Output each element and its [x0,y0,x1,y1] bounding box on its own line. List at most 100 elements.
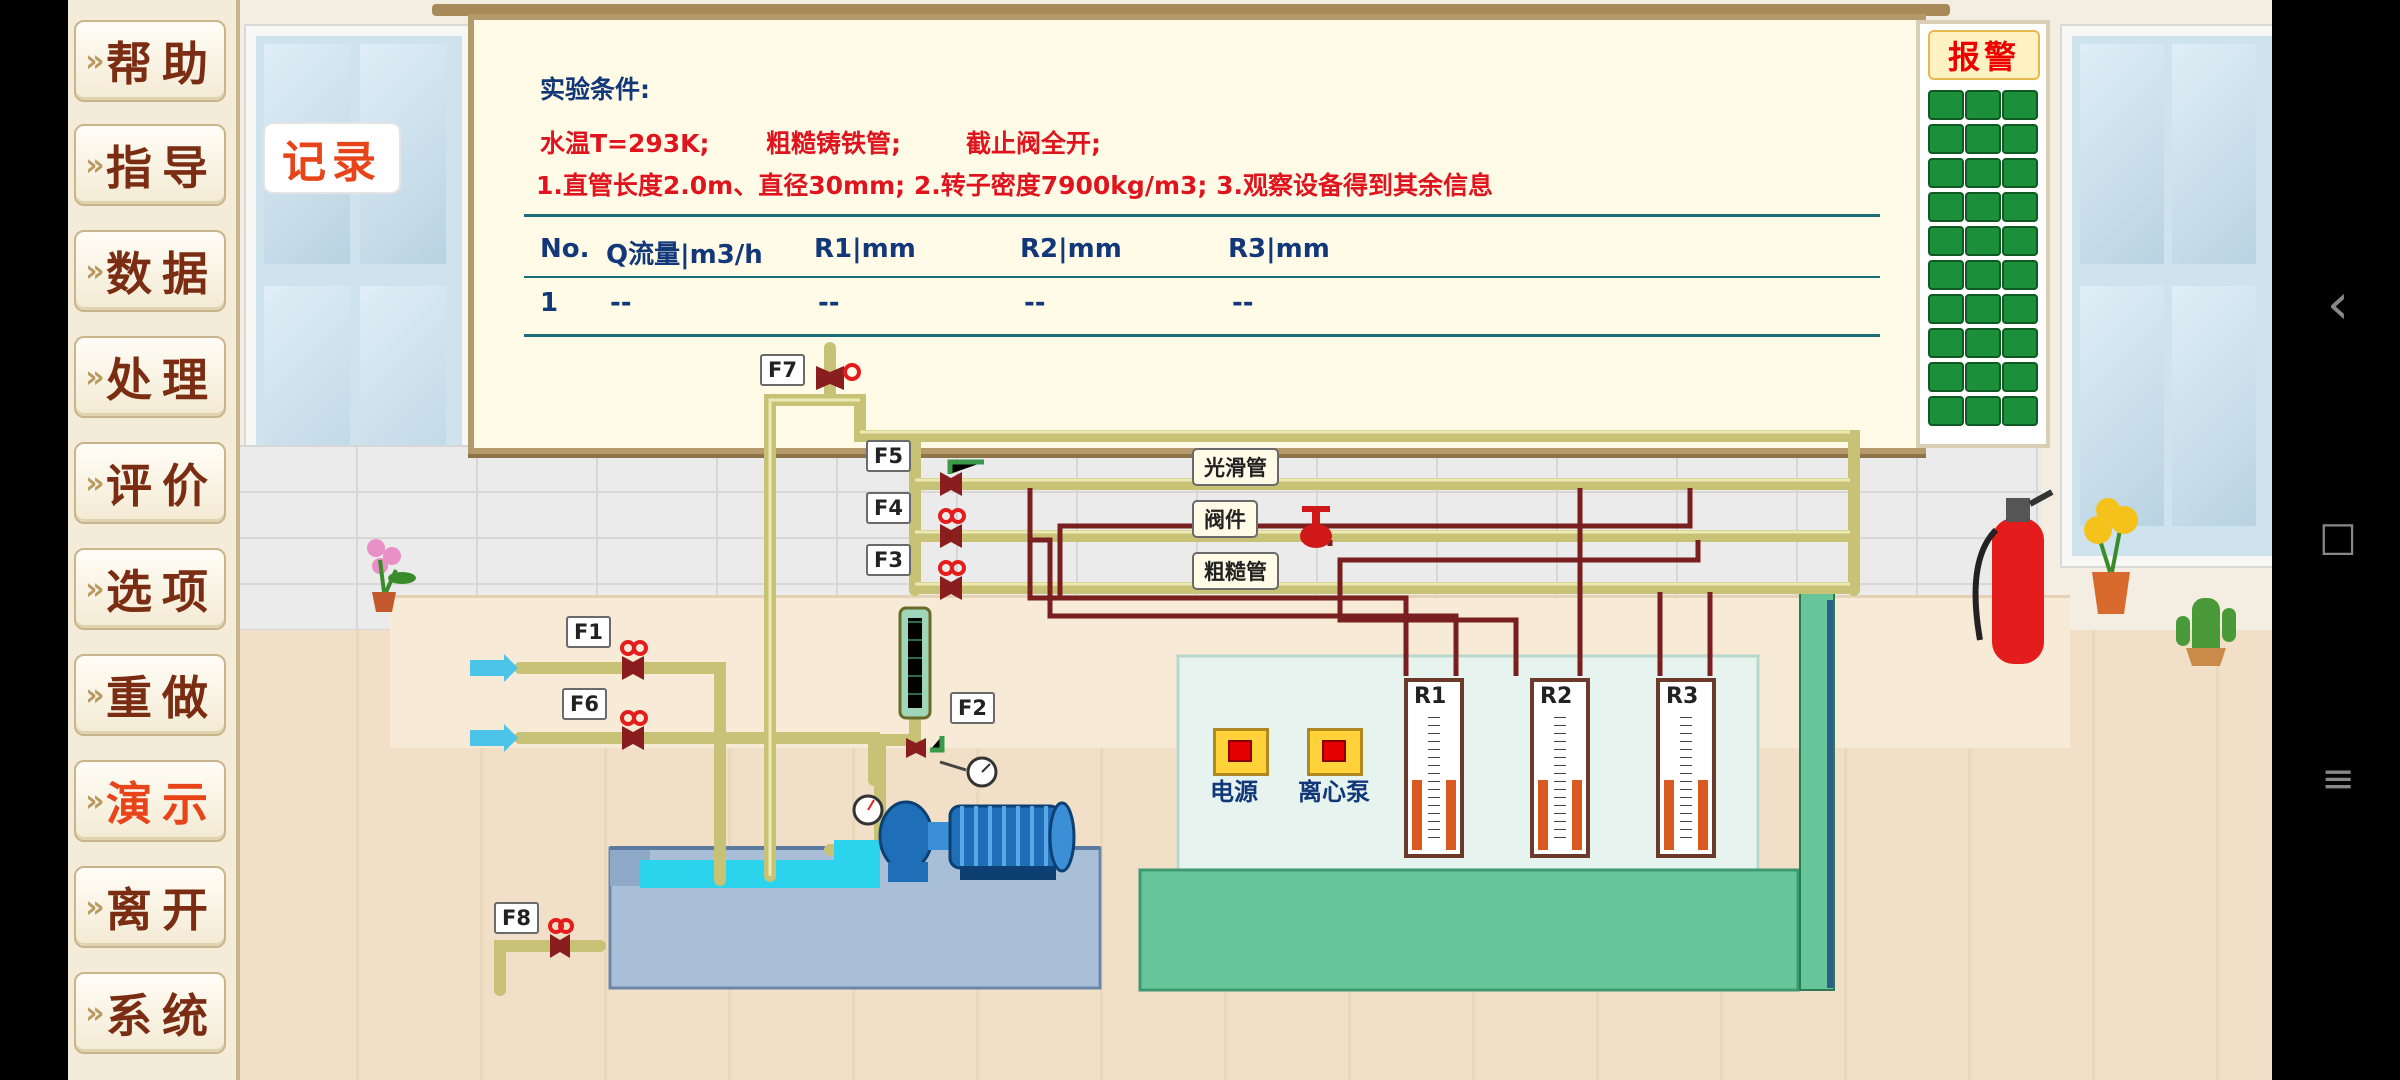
menu-button-4[interactable]: »评价 [74,442,226,524]
valve-f8[interactable] [548,918,574,958]
inlet-arrow-1 [470,654,518,682]
valve-label-f6: F6 [562,688,607,720]
chevron-right-icon: » [85,359,104,395]
menu-button-6[interactable]: »重做 [74,654,226,736]
chevron-right-icon: » [85,783,104,819]
alarm-indicator-led [1965,328,2001,358]
menu-button-0[interactable]: »帮助 [74,20,226,102]
alarm-indicator-led [1965,192,2001,222]
home-icon[interactable]: □ [2319,514,2357,560]
table-header-rule [524,276,1880,278]
valve-label-f4: F4 [866,492,911,524]
menu-button-label: 帮助 [106,37,218,91]
menu-button-label: 系统 [106,989,218,1043]
alarm-indicator-led [1965,260,2001,290]
menu-button-1[interactable]: »指导 [74,124,226,206]
row-1-r2: -- [1024,288,1046,318]
chevron-right-icon: » [85,465,104,501]
alarm-indicator-led [1965,90,2001,120]
valve-label-f3: F3 [866,544,911,576]
chevron-right-icon: » [85,147,104,183]
pipe-highlights [768,398,1850,876]
menu-button-5[interactable]: »选项 [74,548,226,630]
inlet-arrow-2 [470,724,518,752]
alarm-indicator-led [2002,294,2038,324]
menu-button-8[interactable]: »离开 [74,866,226,948]
table-bottom-rule [524,334,1880,337]
alarm-indicator-led [2002,260,2038,290]
record-label: 记录 [282,137,382,188]
record-button[interactable]: 记录 [265,124,399,192]
chevron-right-icon: » [85,253,104,289]
valve-f3[interactable] [938,560,966,600]
manometer-label-r2: R2 [1540,684,1573,709]
pump-label: 离心泵 [1298,778,1370,806]
row-1-r3: -- [1232,288,1254,318]
alarm-indicator-led [1965,396,2001,426]
alarm-indicator-led [2002,396,2038,426]
valve-f1[interactable] [620,640,648,680]
control-cabinet [1138,589,1835,992]
alarm-panel: 报警 [1916,20,2050,448]
condition-water-temp: 水温T=293K; [540,129,710,158]
alarm-indicator-led [1928,362,1964,392]
alarm-indicator-led [1965,294,2001,324]
menu-icon[interactable]: ≡ [2321,756,2355,802]
flower-pot-right [2084,498,2138,614]
menu-button-7[interactable]: »演示 [74,760,226,842]
valve-f2[interactable] [906,736,945,758]
alarm-indicator-led [2002,226,2038,256]
valve-f5[interactable] [940,459,984,496]
power-switch[interactable] [1213,728,1269,776]
alarm-button[interactable]: 报警 [1928,30,2040,80]
col-r3: R3|mm [1228,234,1330,264]
menu-button-3[interactable]: »处理 [74,336,226,418]
chevron-right-icon: » [85,995,104,1031]
table-top-rule [524,214,1880,217]
menu-button-label: 重做 [106,671,218,725]
chevron-right-icon: » [85,571,104,607]
valve-f6[interactable] [620,710,648,750]
alarm-indicator-led [2002,328,2038,358]
valve-f4[interactable] [938,508,966,548]
row-1-r1: -- [818,288,840,318]
col-flow: Q流量|m3/h [606,240,763,270]
alarm-label: 报警 [1947,38,2020,76]
row-1-flow: -- [610,288,632,318]
cactus-pot [2176,598,2236,666]
alarm-indicator-led [1965,226,2001,256]
power-label: 电源 [1210,778,1258,806]
alarm-indicator-led [1928,192,1964,222]
pump-switch-indicator [1322,740,1346,762]
centrifugal-pump [834,800,952,882]
left-window [246,26,472,566]
flower-pot-left [367,539,416,612]
globe-valve[interactable] [1300,506,1332,548]
alarm-indicator-led [1965,124,2001,154]
menu-button-label: 指导 [106,141,218,195]
menu-button-label: 数据 [106,247,218,301]
pump-switch[interactable] [1307,728,1363,776]
col-r1: R1|mm [814,234,916,264]
power-switch-indicator [1228,740,1252,762]
alarm-indicator-led [1928,328,1964,358]
alarm-indicator-led [1928,90,1964,120]
condition-details: 1.直管长度2.0m、直径30mm; 2.转子密度7900kg/m3; 3.观察… [536,171,1493,200]
alarm-indicator-led [1928,158,1964,188]
back-icon[interactable]: ‹ [2326,272,2350,337]
menu-button-label: 离开 [106,883,218,937]
valve-f7[interactable] [816,363,861,390]
alarm-indicator-led [1928,396,1964,426]
alarm-indicator-led [2002,192,2038,222]
manometer-r3 [1656,678,1716,858]
valve-label-f1: F1 [566,616,611,648]
alarm-indicator-led [2002,362,2038,392]
menu-button-9[interactable]: »系统 [74,972,226,1054]
alarm-indicator-led [1928,226,1964,256]
menu-button-2[interactable]: »数据 [74,230,226,312]
manometer-label-r1: R1 [1414,684,1447,709]
alarm-indicator-led [1965,158,2001,188]
pipe-label-rough: 粗糙管 [1192,552,1279,590]
